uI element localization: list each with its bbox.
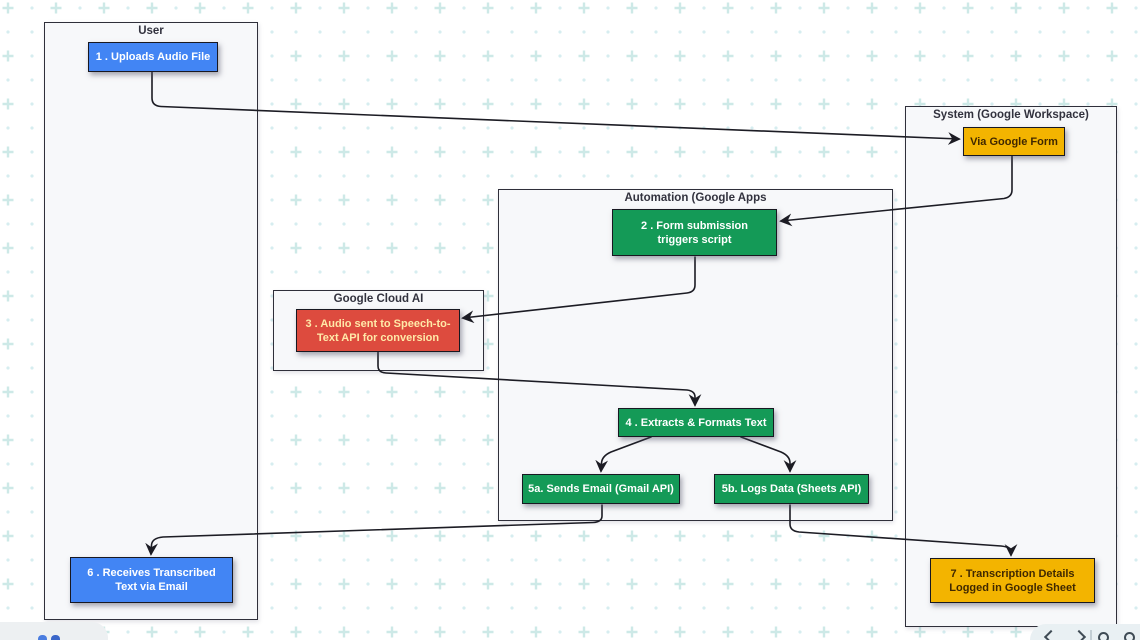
container-user-title: User [138,25,164,37]
zoom-out-icon[interactable] [1098,632,1109,640]
chevron-right-icon[interactable] [1071,629,1087,640]
node-via-google-form[interactable]: Via Google Form [963,127,1065,156]
container-user[interactable]: User [44,22,258,620]
node-3-audio-to-speech-api[interactable]: 3 . Audio sent to Speech-to- Text API fo… [296,309,460,352]
node-5a-sends-email[interactable]: 5a. Sends Email (Gmail API) [522,474,680,504]
pan-zoom-toolbar[interactable] [1030,624,1140,640]
node-5b-logs-data[interactable]: 5b. Logs Data (Sheets API) [714,474,869,504]
container-system-title: System (Google Workspace) [933,109,1089,121]
node-1-uploads-audio-file[interactable]: 1 . Uploads Audio File [88,42,218,72]
toolbar-divider [1090,630,1092,640]
chevron-left-icon[interactable] [1043,629,1059,640]
node-2-form-submission[interactable]: 2 . Form submission triggers script [612,209,777,256]
logo-icon [51,635,60,640]
container-system-google-workspace[interactable]: System (Google Workspace) [905,106,1117,627]
bottom-left-panel[interactable] [0,622,108,640]
container-google-cloud-ai-title: Google Cloud AI [333,293,424,305]
node-7-transcription-logged[interactable]: 7 . Transcription Details Logged in Goog… [930,558,1095,603]
node-6-receives-transcribed-text[interactable]: 6 . Receives Transcribed Text via Email [70,557,233,603]
node-4-extracts-formats-text[interactable]: 4 . Extracts & Formats Text [618,408,774,437]
container-automation-title: Automation (Google Apps [624,192,767,204]
logo-icon [38,635,47,640]
zoom-in-icon[interactable] [1124,632,1135,640]
